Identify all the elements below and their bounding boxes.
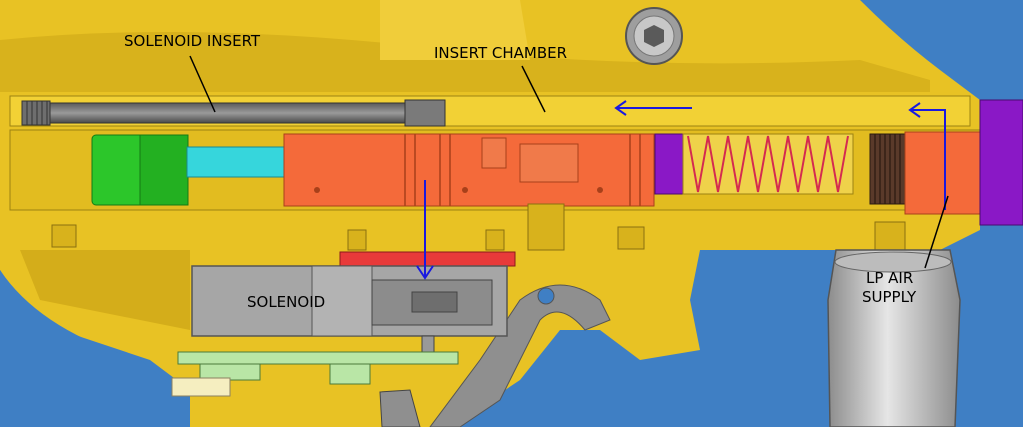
circuit-board bbox=[177, 351, 459, 365]
valve-body bbox=[283, 133, 655, 207]
leader-insert-chamber bbox=[521, 65, 546, 113]
board-connector bbox=[171, 377, 231, 397]
frame-spring-2 bbox=[347, 229, 367, 251]
spring-chamber bbox=[682, 133, 854, 195]
trigger-guard bbox=[429, 284, 611, 427]
solenoid-core bbox=[411, 291, 458, 313]
lp-air-supply-top bbox=[834, 251, 952, 273]
top-rail-shading bbox=[0, 32, 930, 92]
frame-spring-3 bbox=[485, 229, 505, 251]
frame-spring-1 bbox=[51, 224, 77, 248]
valve-hole-2 bbox=[462, 187, 468, 193]
end-cap bbox=[979, 99, 1023, 226]
solenoid-insert-rod bbox=[24, 102, 446, 124]
label-insert-chamber: INSERT CHAMBER bbox=[434, 44, 567, 62]
hex-socket-icon bbox=[644, 25, 664, 47]
frame-spring-6 bbox=[874, 221, 906, 251]
solenoid-manifold bbox=[339, 251, 516, 267]
cyan-rod bbox=[186, 146, 285, 178]
frame-spring-4 bbox=[527, 203, 565, 251]
valve-port bbox=[519, 143, 579, 183]
frame-left-shading bbox=[20, 250, 190, 330]
purple-valve-seal bbox=[654, 133, 684, 195]
valve-hole-3 bbox=[597, 187, 603, 193]
valve-slot bbox=[481, 137, 507, 169]
leader-solenoid-insert bbox=[189, 55, 216, 113]
lp-air-supply-tube bbox=[827, 249, 961, 427]
label-solenoid-insert: SOLENOID INSERT bbox=[124, 32, 261, 50]
trigger-pin-hole bbox=[537, 287, 555, 305]
valve-spring bbox=[687, 135, 849, 193]
regulator-body bbox=[904, 131, 981, 215]
air-flow-arrow-supply bbox=[910, 109, 946, 210]
board-component-2 bbox=[329, 363, 371, 385]
valve-hole-1 bbox=[314, 187, 320, 193]
label-lp-air-line1: LP AIR bbox=[866, 269, 913, 287]
top-rail-highlight bbox=[380, 0, 530, 60]
rod-coupling bbox=[404, 99, 446, 127]
green-cup-seal-rear bbox=[139, 134, 189, 206]
label-lp-air-line2: SUPPLY bbox=[862, 288, 917, 306]
air-flow-arrows bbox=[416, 100, 946, 280]
solenoid-coil bbox=[311, 265, 373, 337]
regulator-thread bbox=[869, 133, 906, 205]
label-solenoid: SOLENOID bbox=[247, 293, 325, 311]
frame-spring-5 bbox=[617, 226, 645, 250]
rod-thread-left bbox=[21, 100, 51, 126]
grip-cutout-left bbox=[0, 270, 190, 427]
leader-lp-air-supply bbox=[924, 195, 949, 269]
trigger bbox=[379, 389, 421, 427]
